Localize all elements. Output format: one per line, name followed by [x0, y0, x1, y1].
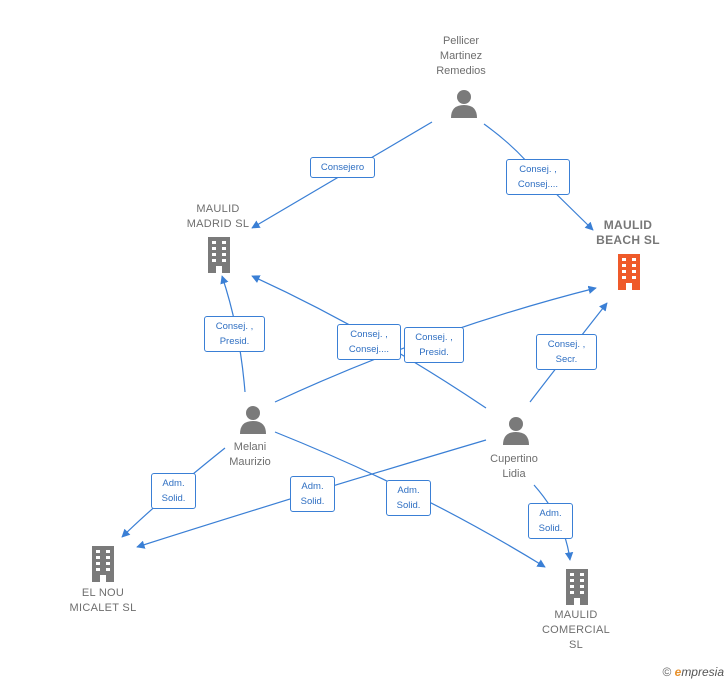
empresia-logo[interactable]: empresia	[674, 665, 724, 679]
person-icon-pellicer[interactable]	[449, 88, 479, 118]
copyright-footer: © empresia	[662, 665, 724, 679]
edge-label-cupertino-maulid-comercial: Adm. Solid.	[528, 503, 573, 539]
building-icon-el-nou[interactable]	[88, 546, 118, 582]
company-label-maulid-beach[interactable]: MAULID BEACH SL	[596, 218, 660, 247]
edge-label-cupertino-el-nou: Adm. Solid.	[290, 476, 335, 512]
building-icon-maulid-comercial[interactable]	[562, 569, 592, 605]
building-icon-maulid-madrid[interactable]	[204, 237, 234, 273]
edge-label-pellicer-maulid-beach: Consej. , Consej....	[506, 159, 570, 195]
company-label-maulid-madrid[interactable]: MAULID MADRID SL	[186, 203, 250, 230]
edge-label-pellicer-maulid-madrid: Consejero	[310, 157, 375, 178]
building-icon-maulid-beach[interactable]	[614, 254, 644, 290]
edge-label-melani-maulid-beach: Consej. , Presid.	[404, 327, 464, 363]
company-label-el-nou[interactable]: EL NOU MICALET SL	[69, 587, 137, 614]
edge-label-cupertino-maulid-beach: Consej. , Secr.	[536, 334, 597, 370]
person-label-cupertino[interactable]: Cupertino Lidia	[490, 453, 538, 480]
edge-label-melani-maulid-comercial: Adm. Solid.	[386, 480, 431, 516]
person-icon-cupertino[interactable]	[501, 415, 531, 445]
copyright-symbol: ©	[662, 665, 672, 679]
edge-label-melani-maulid-madrid: Consej. , Presid.	[204, 316, 265, 352]
edge-label-cupertino-maulid-madrid: Consej. , Consej....	[337, 324, 401, 360]
company-label-maulid-comercial[interactable]: MAULID COMERCIAL SL	[541, 609, 611, 651]
edge-label-melani-el-nou: Adm. Solid.	[151, 473, 196, 509]
person-label-melani[interactable]: Melani Maurizio	[229, 441, 271, 468]
person-label-pellicer[interactable]: Pellicer Martinez Remedios	[436, 35, 486, 77]
person-icon-melani[interactable]	[238, 404, 268, 434]
